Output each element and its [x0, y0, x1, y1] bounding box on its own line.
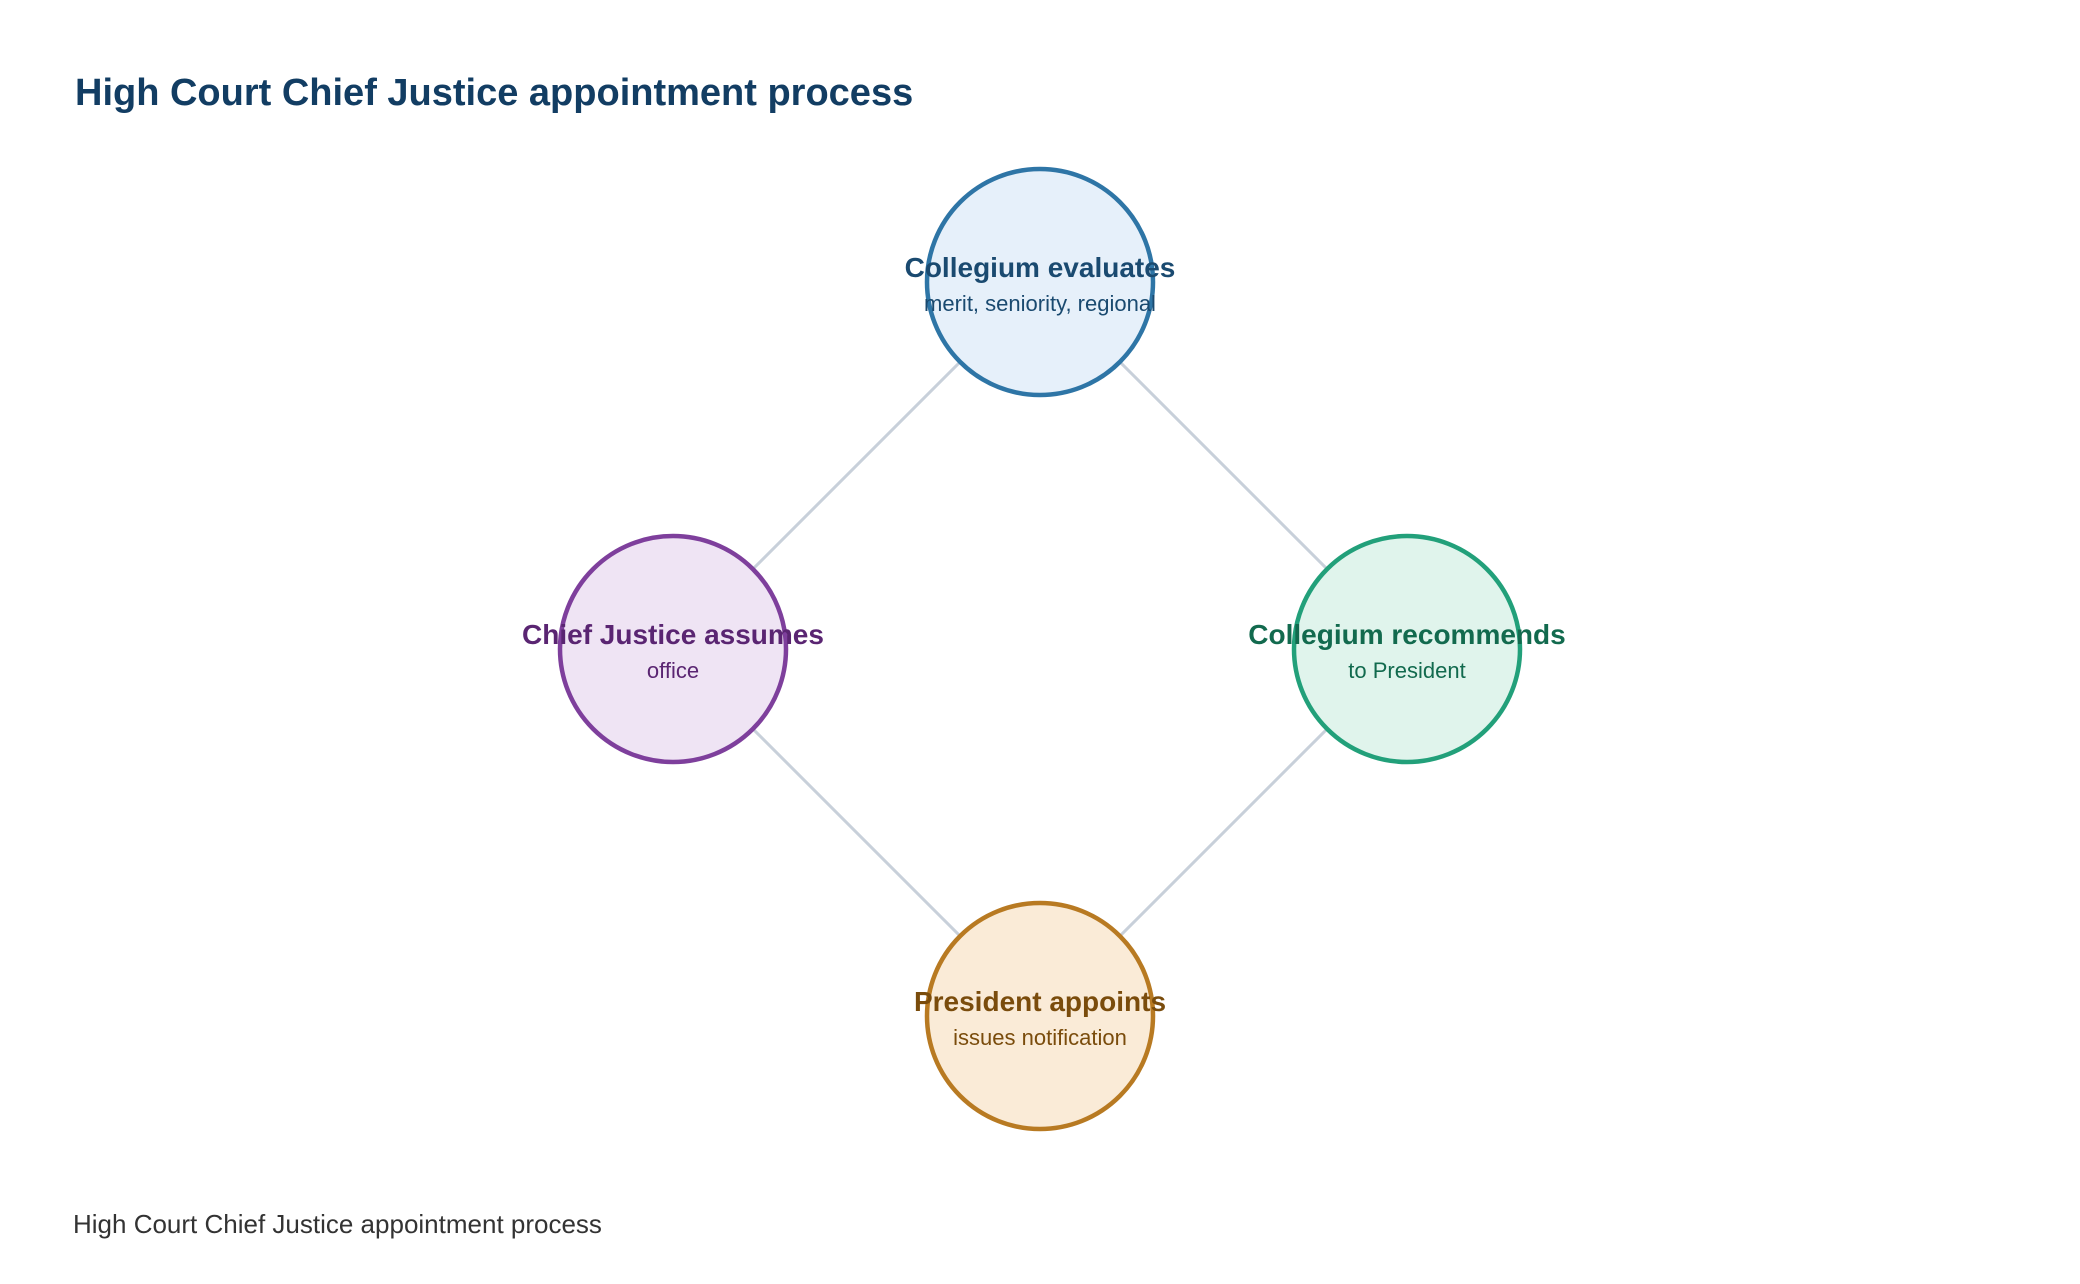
- connector-collegium-recommends-to-president-appoints: [1118, 727, 1329, 938]
- node-circle: [924, 166, 1156, 398]
- node-president-appoints: President appoints issues notification: [914, 900, 1166, 1132]
- node-collegium-evaluates: Collegium evaluates merit, seniority, reg…: [905, 166, 1176, 398]
- node-chief-justice-assumes: Chief Justice assumes office: [522, 533, 824, 765]
- node-title: Collegium evaluates: [905, 252, 1176, 283]
- node-subtitle: merit, seniority, regional: [924, 291, 1156, 316]
- node-title: President appoints: [914, 986, 1166, 1017]
- node-subtitle: issues notification: [953, 1025, 1127, 1050]
- node-circle: [557, 533, 789, 765]
- node-title: Collegium recommends: [1248, 619, 1565, 650]
- diagram-caption: High Court Chief Justice appointment pro…: [73, 1209, 602, 1239]
- node-collegium-recommends: Collegium recommends to President: [1248, 533, 1566, 765]
- connector-chief-justice-assumes-to-collegium-evaluates: [751, 360, 962, 571]
- node-circle: [1291, 533, 1523, 765]
- connector-president-appoints-to-chief-justice-assumes: [751, 727, 962, 938]
- node-subtitle: office: [647, 658, 699, 683]
- node-subtitle: to President: [1348, 658, 1465, 683]
- connector-collegium-evaluates-to-collegium-recommends: [1118, 360, 1329, 571]
- node-title: Chief Justice assumes: [522, 619, 824, 650]
- connectors: [751, 360, 1329, 938]
- page-title: High Court Chief Justice appointment pro…: [75, 72, 914, 114]
- node-circle: [924, 900, 1156, 1132]
- process-nodes: Collegium evaluates merit, seniority, reg…: [522, 166, 1566, 1132]
